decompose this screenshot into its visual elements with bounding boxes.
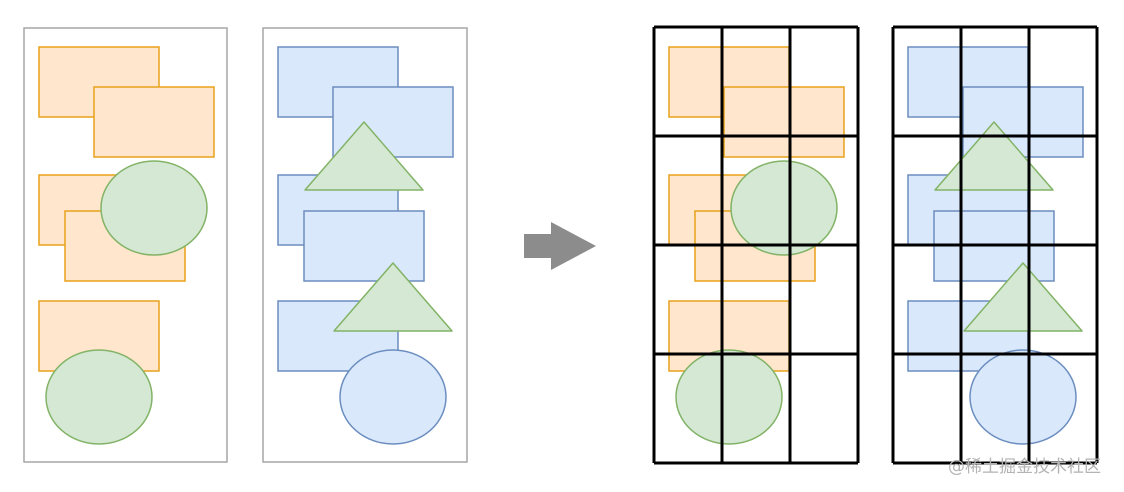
orange-rectangle bbox=[723, 86, 845, 158]
right-arrow-icon bbox=[524, 222, 596, 270]
source-panels bbox=[23, 27, 468, 463]
orange-rectangle bbox=[668, 300, 790, 372]
green-triangle bbox=[333, 262, 453, 332]
green-ellipse bbox=[730, 160, 838, 256]
green-ellipse bbox=[45, 349, 153, 445]
blue-ellipse bbox=[339, 349, 447, 445]
green-ellipse bbox=[100, 160, 208, 256]
gridded-left-blue-panel bbox=[891, 25, 1099, 465]
green-triangle bbox=[304, 121, 424, 191]
gridded-panels bbox=[652, 25, 1099, 465]
left-orange-panel bbox=[23, 27, 228, 463]
blue-rectangle bbox=[303, 210, 425, 282]
watermark-text: @稀土掘金技术社区 bbox=[948, 457, 1101, 477]
left-blue-panel bbox=[262, 27, 468, 463]
green-triangle bbox=[963, 262, 1083, 332]
green-triangle bbox=[934, 121, 1054, 191]
green-ellipse bbox=[675, 349, 783, 445]
blue-ellipse bbox=[969, 349, 1077, 445]
orange-rectangle bbox=[93, 86, 215, 158]
gridded-left-orange-panel bbox=[652, 25, 860, 465]
